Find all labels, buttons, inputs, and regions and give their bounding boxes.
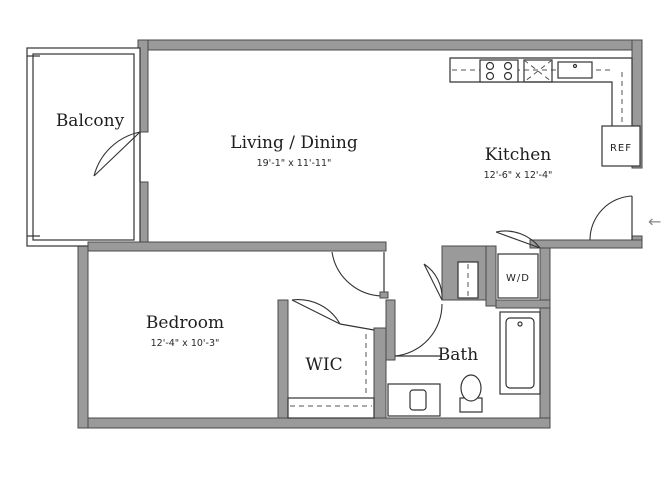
entry-arrow-icon: ← [648,212,661,231]
toilet-bowl [460,374,482,402]
bottom-exterior-wall [77,417,551,429]
bath-door-swing [394,303,443,357]
wic-label: WIC [305,355,342,375]
right-bath-wall [539,247,551,429]
kitchen-dimensions: 12'-6" x 12'-4" [484,170,553,181]
balcony-door-swing [93,131,141,177]
wd-label: W/D [506,273,530,284]
bath-label: Bath [438,345,478,365]
wic-left-wall [277,299,289,419]
balcony-label: Balcony [56,111,125,131]
bedroom-door-swing [331,251,385,297]
stove [479,59,519,83]
ref-label: REF [610,143,632,154]
bedroom-dimensions: 12'-4" x 10'-3" [151,338,220,349]
balcony-railing [26,47,141,247]
bath-left-wall [385,299,396,361]
bedroom-label: Bedroom [146,313,224,333]
wic-right-wall [373,327,387,419]
washer-dryer [497,253,539,299]
top-exterior-wall [144,39,643,51]
living-bedroom-wall [87,241,387,252]
dishwasher [523,59,553,83]
laundry-bottom-wall [495,299,551,309]
left-exterior-wall [77,243,89,429]
refrigerator [601,125,641,167]
kitchen-label: Kitchen [485,145,551,165]
bath-vanity [387,383,441,417]
laundry-left-wall [485,245,497,307]
living-dining-label: Living / Dining [230,133,358,153]
entry-door-swing [589,195,633,241]
balcony-railing-inner [32,53,135,241]
closet-door-swing [423,263,443,301]
wic-door-swing [291,299,341,325]
laundry-door-swing [495,230,541,249]
kitchen-bottom-wall [529,239,643,249]
kitchen-sink [557,61,593,79]
living-dining-dimensions: 19'-1" x 11'-11" [257,158,332,169]
